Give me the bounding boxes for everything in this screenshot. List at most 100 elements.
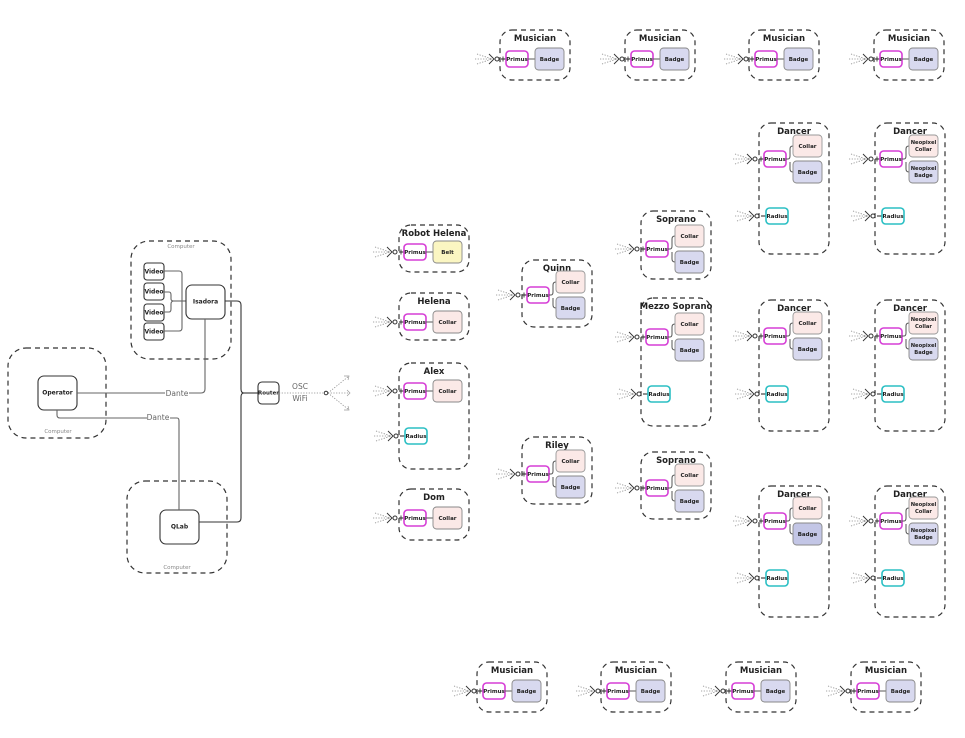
- badge-node[interactable]: [674, 338, 705, 362]
- computer-qlab-group: [126, 480, 228, 574]
- badge-node[interactable]: [792, 160, 823, 184]
- collar-label: Neopixel: [911, 502, 937, 508]
- badge-label: Badge: [798, 532, 818, 538]
- badge-node-label: Badge: [914, 57, 934, 63]
- badge-node[interactable]: [555, 296, 586, 320]
- osc-label: OSC: [292, 382, 308, 391]
- group-title: Musician: [763, 34, 805, 44]
- control-section: Computer Computer Computer Video Video V…: [7, 240, 351, 574]
- group-boundary: [398, 488, 470, 541]
- group-title: Dancer: [777, 304, 812, 314]
- collar-label: Collar: [915, 509, 932, 515]
- badge-node[interactable]: [674, 489, 705, 513]
- receiver-antenna-icon: [451, 685, 477, 697]
- receiver-antenna-icon: [372, 316, 398, 328]
- group-title: Dancer: [893, 127, 928, 137]
- primus-label: Primus: [646, 486, 668, 492]
- collar-node[interactable]: [555, 270, 586, 294]
- group-title: Dom: [423, 493, 445, 503]
- badge-node[interactable]: [792, 337, 823, 361]
- group-title: Musician: [888, 34, 930, 44]
- group-title: Dancer: [893, 304, 928, 314]
- badge-node[interactable]: [908, 522, 939, 546]
- badge-node[interactable]: [511, 679, 542, 703]
- receiver-antenna-icon: [372, 246, 398, 258]
- badge-node[interactable]: [674, 250, 705, 274]
- badge-node[interactable]: [555, 475, 586, 499]
- group-boundary: [398, 362, 470, 470]
- radius-node[interactable]: [881, 385, 905, 403]
- group-boundary: [640, 210, 712, 280]
- video-label: Video: [144, 310, 163, 317]
- collar-node[interactable]: [432, 310, 463, 334]
- receiver-antenna-icon: [848, 53, 874, 65]
- video-nodes: Video Video Video Video: [143, 262, 165, 341]
- badge-node[interactable]: [635, 679, 666, 703]
- collar-node[interactable]: [908, 496, 939, 520]
- radius-label: Radius: [767, 214, 789, 220]
- radius-node[interactable]: [765, 385, 789, 403]
- belt-node[interactable]: [432, 240, 463, 264]
- badge-node[interactable]: [534, 47, 565, 71]
- collar-node[interactable]: [432, 506, 463, 530]
- group-title: Dancer: [777, 127, 812, 137]
- radius-node[interactable]: [881, 207, 905, 225]
- radius-node[interactable]: [765, 569, 789, 587]
- badge-node[interactable]: [908, 160, 939, 184]
- badge-node[interactable]: [792, 522, 823, 546]
- operator-label: Operator: [42, 390, 72, 397]
- group-boundary: [640, 451, 712, 520]
- collar-node[interactable]: [792, 311, 823, 335]
- receiver-antenna-icon: [850, 388, 876, 400]
- group-title: Robot Helena: [402, 229, 467, 239]
- primus-label: Primus: [857, 689, 879, 695]
- collar-node[interactable]: [792, 134, 823, 158]
- collar-label: Collar: [561, 459, 579, 465]
- collar-node[interactable]: [908, 311, 939, 335]
- badge-node[interactable]: [885, 679, 916, 703]
- video-label: Video: [144, 269, 163, 276]
- dante-link-label: Dante: [166, 389, 189, 398]
- group-boundary: [748, 29, 820, 81]
- group-title: Soprano: [656, 456, 696, 466]
- collar-node[interactable]: [674, 224, 705, 248]
- badge-node[interactable]: [908, 337, 939, 361]
- primus-label: Primus: [527, 472, 549, 478]
- radius-label: Radius: [883, 392, 905, 398]
- receiver-antenna-icon: [700, 685, 726, 697]
- radius-node[interactable]: [647, 385, 671, 403]
- radius-node[interactable]: [765, 207, 789, 225]
- group-title: Soprano: [656, 215, 696, 225]
- collar-node[interactable]: [432, 379, 463, 403]
- badge-label: Badge: [798, 170, 818, 176]
- receiver-antenna-icon: [734, 388, 760, 400]
- video-label: Video: [144, 329, 163, 336]
- collar-node[interactable]: [908, 134, 939, 158]
- badge-label: Neopixel: [911, 343, 937, 349]
- radius-label: Radius: [767, 576, 789, 582]
- group-boundary: [476, 661, 548, 713]
- group-title: Dancer: [893, 490, 928, 500]
- badge-node[interactable]: [783, 47, 814, 71]
- badge-node-label: Badge: [789, 57, 809, 63]
- receiver-antenna-icon: [848, 153, 874, 165]
- collar-node[interactable]: [674, 312, 705, 336]
- primus-label: Primus: [880, 334, 902, 340]
- isadora-label: Isadora: [193, 299, 218, 306]
- collar-label: Collar: [798, 144, 816, 150]
- receiver-antenna-icon: [723, 53, 749, 65]
- radius-node[interactable]: [404, 427, 428, 445]
- collar-node[interactable]: [555, 449, 586, 473]
- badge-node[interactable]: [659, 47, 690, 71]
- group-title: Alex: [424, 367, 445, 377]
- badge-node[interactable]: [760, 679, 791, 703]
- group-title: Helena: [417, 297, 451, 307]
- radius-node[interactable]: [881, 569, 905, 587]
- collar-node[interactable]: [674, 463, 705, 487]
- collar-node[interactable]: [792, 496, 823, 520]
- badge-node[interactable]: [908, 47, 939, 71]
